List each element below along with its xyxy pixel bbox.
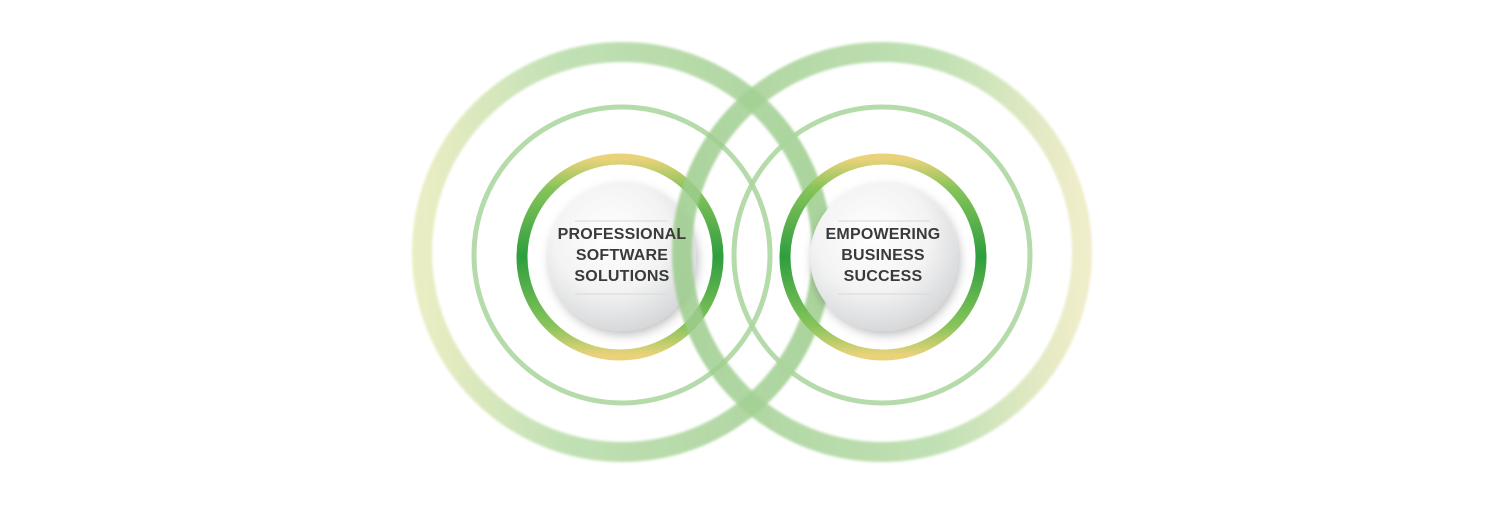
right-outer-ring [672, 42, 1092, 462]
left-label-line-1: PROFESSIONAL [557, 225, 687, 243]
left-middle-ring [471, 104, 773, 406]
left-circle-label: PROFESSIONAL SOFTWARE SOLUTIONS [548, 222, 696, 288]
left-label-line-3: SOLUTIONS [574, 267, 670, 285]
right-accent-ring [779, 153, 987, 361]
right-middle-ring [731, 104, 1033, 406]
right-label-line-3: SUCCESS [843, 267, 923, 285]
right-label-line-2: BUSINESS [841, 246, 925, 264]
right-circle-group [672, 42, 1092, 462]
left-accent-ring [516, 153, 724, 361]
right-label-line-1: EMPOWERING [825, 225, 941, 243]
left-label-line-2: SOFTWARE [575, 246, 669, 264]
right-circle-label: EMPOWERING BUSINESS SUCCESS [808, 222, 958, 288]
